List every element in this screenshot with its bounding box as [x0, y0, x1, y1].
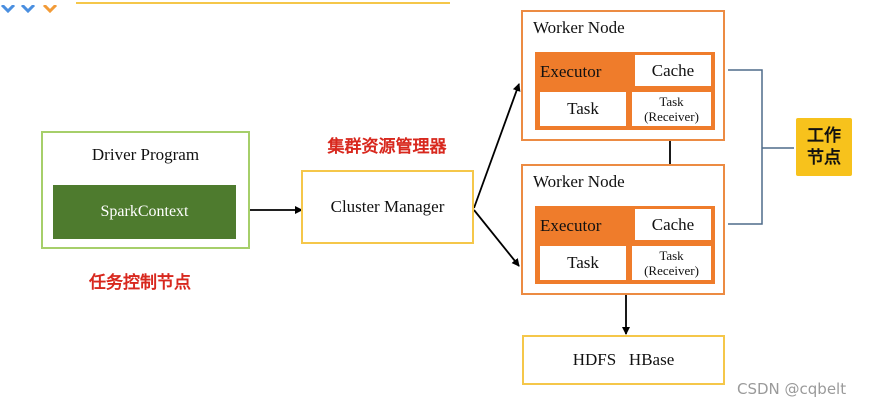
driver-program-box: Driver Program SparkContext [41, 131, 250, 249]
worker-node-title: Worker Node [533, 172, 625, 191]
cluster-worker1-arrow [473, 83, 521, 209]
storage-label: HDFS HBase [572, 350, 675, 369]
cache-cell: Cache [635, 55, 711, 86]
spark-context-box: SparkContext [53, 185, 236, 239]
executor-box: Executor Cache Task Task (Receiver) [535, 52, 715, 130]
worker-node-title: Worker Node [533, 18, 625, 37]
driver-program-title: Driver Program [91, 145, 200, 164]
executor-label: Executor [540, 62, 602, 81]
header-rule [76, 2, 450, 4]
logo-icon [0, 0, 80, 14]
cluster-worker2-arrow [473, 209, 520, 267]
cluster-manager-label: Cluster Manager [330, 197, 445, 216]
driver-caption: 任务控制节点 [89, 272, 191, 293]
cluster-caption: 集群资源管理器 [327, 136, 447, 157]
watermark: CSDN @cqbelt [737, 380, 847, 398]
cluster-manager-box: Cluster Manager [301, 170, 474, 244]
task-receiver-cell: Task (Receiver) [632, 246, 711, 280]
worker-node-badge: 工作 节点 [796, 118, 852, 176]
task-receiver-cell: Task (Receiver) [632, 92, 711, 126]
task-cell: Task [540, 92, 626, 126]
worker-node-box: Worker Node Executor Cache Task Task (Re… [521, 10, 725, 141]
spark-context-label: SparkContext [100, 203, 189, 220]
worker-bracket [728, 69, 763, 225]
worker-node-box: Worker Node Executor Cache Task Task (Re… [521, 164, 725, 295]
task-cell: Task [540, 246, 626, 280]
executor-label: Executor [540, 216, 602, 235]
cache-cell: Cache [635, 209, 711, 240]
executor-box: Executor Cache Task Task (Receiver) [535, 206, 715, 284]
storage-box: HDFS HBase [522, 335, 725, 385]
